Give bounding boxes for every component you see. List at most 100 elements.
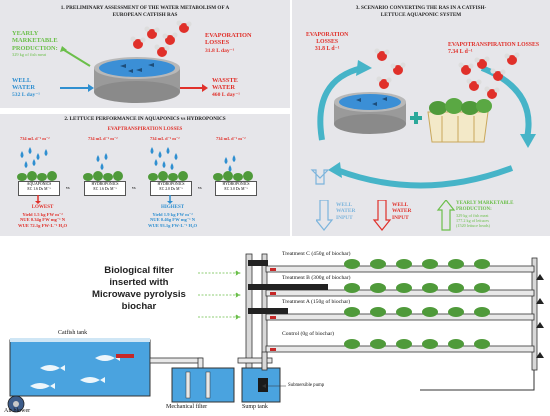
panel-1-well-water-value: 532 L day⁻¹	[12, 92, 40, 98]
rate-label-4: 734 mL d⁻¹ m⁻²	[216, 136, 246, 141]
production-arrow-icon	[60, 46, 91, 67]
biofilter-pointer-arrows-icon	[198, 270, 241, 320]
card-2-name: HYDROPONICS	[91, 182, 119, 186]
return-pipe-icon	[420, 370, 535, 391]
droplet-group-4-icon	[224, 155, 236, 172]
well-water-arrow-icon	[60, 84, 94, 92]
card-3-ec: EC 2.0 Ds M⁻¹	[159, 186, 183, 191]
panel-3-well-2: WATER	[336, 208, 356, 215]
panel-1-title-line-1: 1. PRELIMINARY ASSESSMENT OF THE WATER M…	[60, 5, 230, 11]
panel-1-production-title: YEARLY MARKETABLE PRODUCTION:	[12, 30, 58, 52]
panel-3-prod-1: YEARLY MARKETABLE	[456, 201, 514, 206]
treatment-a-label: Treatment A (150g of biochar)	[282, 299, 351, 305]
biofilter-label-1: Biological filter	[104, 265, 174, 276]
treatment-c-label: Treatment C (450g of biochar)	[282, 251, 351, 257]
water-input-arrow-outline-icon	[372, 200, 392, 231]
panel-3-prod-2: PRODUCTION:	[456, 207, 492, 212]
hydroponics-card-2: HYDROPONICS EC 2.0 Ds M⁻¹	[150, 181, 192, 196]
panel-3-wellin-1: WELL	[392, 202, 409, 208]
panel-1-evaporation-title: EVAPORATION LOSSES	[205, 32, 252, 47]
pump-arrow-icon	[262, 384, 266, 388]
panel-1-title-line-2: EUROPEAN CATFISH RAS	[112, 12, 178, 18]
pump-riser-icon	[261, 351, 268, 371]
rail-treatment-a-icon	[248, 308, 535, 321]
lowest-yield: Yield 1.5 kg FW m⁻²	[22, 211, 63, 217]
waste-water-line-1: WASSTE	[212, 77, 238, 84]
highest-title: HIGHEST	[161, 205, 185, 210]
air-blower-icon	[7, 395, 25, 413]
lowest-arrow-icon	[35, 195, 41, 204]
rate-label-3: 734 mL d⁻¹ m⁻²	[150, 136, 180, 141]
panel-1-illustration	[60, 20, 208, 103]
panel-3-illustration	[310, 48, 536, 189]
panel-3-evaporation-title-2: LOSSES	[316, 38, 339, 45]
panel-3-evaporation: EVAPORATION LOSSES 31.8 L d⁻¹	[306, 32, 348, 53]
well-water-line-1: WELL	[12, 77, 32, 84]
loop-arrow-head-3-icon	[328, 162, 342, 178]
lettuce-plants	[17, 171, 253, 181]
panel-2-title: 2. LETTUCE PERFORMANCE IN AQUAPONICS vs …	[64, 116, 226, 122]
vs-label-1: vs	[66, 185, 70, 190]
panel-1-waste-water-title: WASSTE WATER	[212, 77, 238, 92]
lettuce-grow-bed-icon	[427, 98, 492, 143]
loop-arrow-head-2-icon	[520, 134, 536, 148]
treatment-rails	[248, 260, 535, 353]
panel-1-production-value: 329 kg of fish meat	[12, 52, 47, 57]
panel-2-droplets	[20, 147, 236, 172]
panel-3-evapotranspiration: EVAPOTRANSPIRATION LOSSES 7.34 L d⁻¹	[448, 42, 540, 56]
lowest-title: LOWEST	[31, 205, 54, 210]
loop-arrow-head-1-icon	[356, 60, 372, 76]
highest-wue: WUE 93.1g FW·L⁻¹ H₂O	[148, 223, 198, 229]
mechanical-filter-label: Mechanical filter	[166, 404, 208, 410]
card-2-ec: EC 1.6 Ds M⁻¹	[93, 186, 117, 191]
card-3-name: HYDROPONICS	[157, 182, 185, 186]
rail-treatment-c-icon	[248, 260, 535, 273]
waste-water-line-2: WATER	[212, 84, 235, 92]
submersible-pump-label: Submersible pump	[288, 383, 325, 388]
panel-3-title-line-1: 3. SCENARIO CONVERTING THE RAS IN A CATF…	[355, 5, 487, 11]
aquaponic-system-schematic	[7, 253, 544, 413]
panel-3-title-line-2: LETTUCE AQUAPONIC SYSTEM	[380, 12, 462, 18]
droplet-group-2-icon	[96, 153, 108, 170]
control-label: Control (0g of biochar)	[282, 331, 335, 337]
panel-1-evaporation-value: 31.8 L day⁻¹	[205, 48, 235, 54]
biofilter-label: Biological filter inserted with Microwav…	[92, 265, 186, 313]
highest-nue: NUE 0.46g FW mg⁻¹ N	[149, 217, 196, 223]
card-1-name: AQUAPONICS	[26, 182, 52, 186]
evaporation-title-line-2: LOSSES	[205, 39, 230, 47]
panel-3-wellin-2: WATER	[392, 208, 412, 215]
highest-results: HIGHEST Yield 1.9 kg FW m⁻² NUE 0.46g FW…	[148, 205, 197, 229]
lowest-results: LOWEST Yield 1.5 kg FW m⁻² NUE 0.34g FW …	[18, 205, 67, 229]
droplet-group-1-icon	[20, 147, 48, 168]
result-arrows	[35, 195, 173, 204]
well-water-line-2: WATER	[12, 84, 35, 92]
return-flow-arrows-icon	[536, 274, 544, 358]
evaporation-title-line-1: EVAPORATION	[205, 32, 252, 39]
panel-3-water-molecule-icons	[374, 48, 520, 99]
lowest-wue: WUE 72.1g FW·L⁻¹ H₂O	[18, 223, 68, 229]
panel-1-well-water-title: WELL WATER	[12, 77, 35, 92]
panel-1-waste-water-value: 460 L day⁻¹	[212, 92, 240, 98]
production-title-line-3: PRODUCTION:	[12, 44, 58, 52]
sump-tank-label: Sump tank	[242, 404, 268, 410]
panel-3-evaporation-title-1: EVAPORATION	[306, 32, 349, 38]
panel-3-evaporation-value: 31.8 L d⁻¹	[314, 45, 340, 52]
panel-3-prod-3: 329 kg of fish meat	[456, 213, 489, 218]
plus-icon	[410, 112, 422, 124]
air-blower-label: Air blower	[4, 408, 31, 414]
production-title-line-2: MARKETABLE	[12, 37, 58, 45]
production-title-line-1: YEARLY	[12, 30, 39, 37]
card-4-name: HYDROPONICS	[222, 182, 250, 186]
vs-label-3: vs	[198, 185, 202, 190]
sump-tank-icon	[241, 367, 281, 403]
mechanical-filter-icon	[171, 367, 235, 403]
panel-3-prod-4: 177.2 kg of lettuces	[456, 218, 490, 224]
aquaponics-card: AQUAPONICS EC 1.6 Ds M⁻¹	[18, 181, 60, 196]
panel-3-production: YEARLY MARKETABLE PRODUCTION: 329 kg of …	[456, 201, 513, 228]
panel-3-wellin-3: INPUT	[392, 214, 409, 221]
panel-3-bottom-arrows	[316, 200, 456, 231]
water-molecule-icons	[130, 20, 192, 57]
aquaponic-fish-tank-icon	[334, 92, 406, 134]
panel-2-subtitle: EVAPTRANSPIRATION LOSSES	[107, 127, 183, 132]
card-4-ec: EC 3.0 Ds M⁻¹	[224, 186, 248, 191]
